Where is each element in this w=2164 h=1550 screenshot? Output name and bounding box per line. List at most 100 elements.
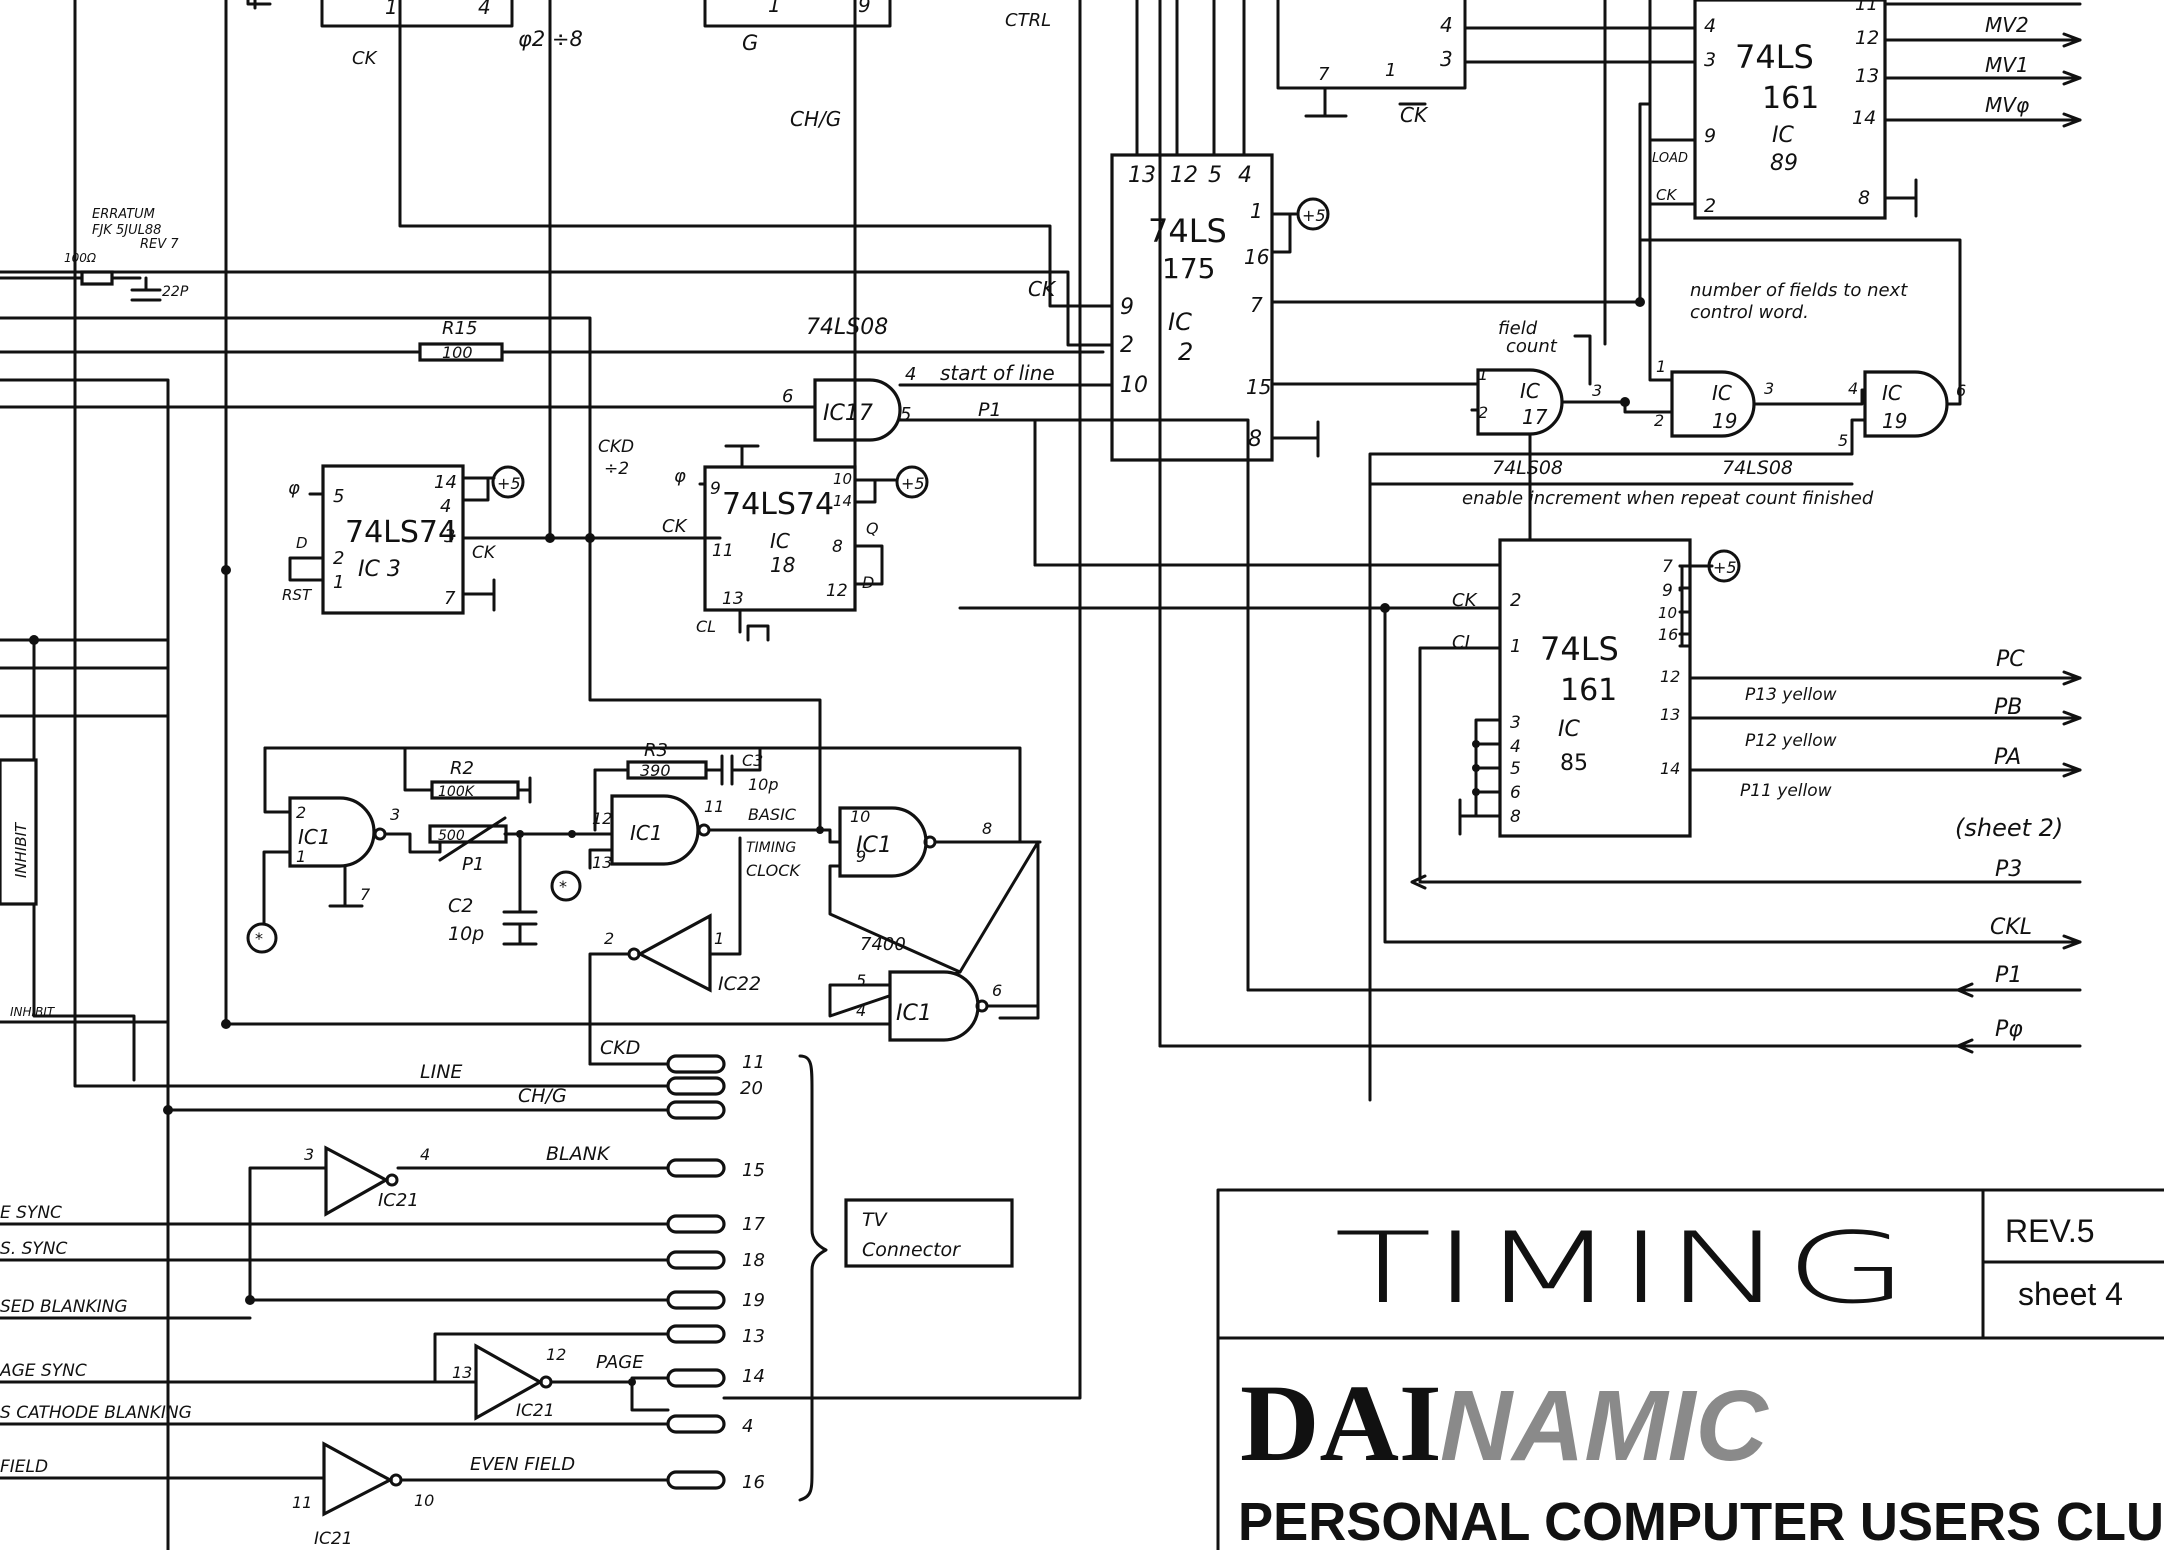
gate-label: IC21 xyxy=(378,1190,419,1211)
pin-8: 8 xyxy=(982,819,992,838)
gate-label: IC1 xyxy=(298,825,331,849)
p3-label: P3 xyxy=(1995,857,2022,882)
pin-11: 11 xyxy=(292,1493,312,1512)
ic-number: 2 xyxy=(1178,338,1193,366)
mv2-label: MV2 xyxy=(1985,13,2029,37)
pin-4: 4 xyxy=(478,0,491,19)
pin-1: 1 xyxy=(1385,60,1396,81)
field-label: field xyxy=(1498,318,1538,339)
pin-8: 8 xyxy=(1858,187,1870,209)
pin-3: 3 xyxy=(444,526,455,547)
logo-namic: NAMIC xyxy=(1440,1370,1770,1482)
clock-label: CLOCK xyxy=(746,861,801,880)
gate-label: IC1 xyxy=(856,833,892,858)
pin-6: 6 xyxy=(992,981,1002,1000)
pin-4: 4 xyxy=(440,496,451,517)
cap-22p-label: 22P xyxy=(162,284,189,300)
r2-value: 100K xyxy=(438,784,476,800)
g-label: G xyxy=(742,31,758,55)
pin-2: 2 xyxy=(1704,195,1716,217)
pin-5: 5 xyxy=(1838,431,1848,450)
gate-label: IC xyxy=(1712,381,1732,405)
comp-sync-signal: S. SYNC xyxy=(0,1239,67,1259)
svg-text:+5: +5 xyxy=(497,474,521,493)
pin-1: 1 xyxy=(385,0,398,19)
pin-11: 11 xyxy=(1855,0,1878,15)
title-block: TIMING REV.5 sheet 4 DAI NAMIC PERSONAL … xyxy=(1216,1188,2164,1550)
pin-12-out: 12 xyxy=(546,1345,566,1364)
p1-pot-label: P1 xyxy=(462,854,484,875)
ck-input-label: CK xyxy=(662,516,688,537)
r3-value: 390 xyxy=(640,761,671,780)
pin-11: 11 xyxy=(742,1052,765,1073)
nand-7400-label: 7400 xyxy=(860,934,906,955)
c3-label: C3 xyxy=(742,751,763,770)
count-label: count xyxy=(1506,336,1558,357)
ic-number: 18 xyxy=(770,553,795,577)
pin-1: 1 xyxy=(1510,636,1521,657)
pin-7: 7 xyxy=(360,885,371,904)
start-of-line-label: start of line xyxy=(940,361,1055,385)
svg-text:*: * xyxy=(255,929,263,948)
basic-label: BASIC xyxy=(748,805,797,824)
pin-4: 4 xyxy=(1848,379,1858,398)
pin-9: 9 xyxy=(1704,125,1716,147)
ic-label: IC xyxy=(1772,123,1794,148)
p13-note: P13 yellow xyxy=(1745,685,1837,705)
ck-bar-label: CK xyxy=(1400,103,1429,127)
pin-1: 1 xyxy=(1250,199,1263,223)
pin-7: 7 xyxy=(1318,64,1330,85)
pin-8: 8 xyxy=(1510,807,1521,827)
pin-5: 5 xyxy=(900,404,911,425)
ic89-counter: 74LS 161 IC 89 4 3 9 2 11 12 13 14 8 LOA… xyxy=(1463,0,2082,220)
ic-number: 89 xyxy=(1770,151,1798,176)
even-field-signal: EVEN FIELD xyxy=(470,1454,575,1475)
club-name: PERSONAL COMPUTER USERS CLU xyxy=(1238,1492,2164,1550)
pin-4: 4 xyxy=(856,1001,866,1020)
pin-10: 10 xyxy=(833,470,852,488)
pin-4: 4 xyxy=(742,1416,753,1437)
ic3-74ls74: 74LS74 IC 3 5 2 1 14 4 3 7 φ D RST CK +5 xyxy=(221,0,722,615)
mv0-label: MVφ xyxy=(1985,93,2029,117)
r3-label: R3 xyxy=(644,740,668,761)
pin-15: 15 xyxy=(742,1160,765,1181)
pb-label: PB xyxy=(1994,695,2022,720)
pin-5: 5 xyxy=(333,486,344,507)
d-input-label: D xyxy=(296,534,308,552)
revision: REV.5 xyxy=(2005,1213,2095,1249)
ic-label: IC xyxy=(770,529,790,553)
pin-2: 2 xyxy=(1120,333,1134,358)
ls08-label: 74LS08 xyxy=(806,315,888,340)
ic2-74ls175: 13 12 5 4 74LS 175 IC 2 9 2 10 1 16 7 15… xyxy=(1110,0,1962,462)
pin-9: 9 xyxy=(1662,581,1673,601)
sync-signal: E SYNC xyxy=(0,1203,62,1223)
ic18-74ls74: 74LS74 IC 18 9 11 13 10 14 8 12 φ CK CL … xyxy=(588,0,929,834)
chip-top-left: 1 4 φ2 ÷8 xyxy=(320,0,583,51)
pin-4: 4 xyxy=(420,1145,430,1164)
pin-3: 3 xyxy=(1440,47,1453,71)
pin-7: 7 xyxy=(444,588,456,609)
pin-12: 12 xyxy=(1855,27,1879,49)
r15-label: R15 xyxy=(442,318,477,339)
fields-note-line-1: number of fields to next xyxy=(1690,280,1908,301)
pin-1: 1 xyxy=(296,847,306,866)
gate-num: 19 xyxy=(1882,409,1907,433)
pin-2: 2 xyxy=(1510,590,1521,611)
svg-text:+5: +5 xyxy=(1713,558,1737,577)
pin-19: 19 xyxy=(742,1290,765,1311)
c2-value: 10p xyxy=(448,923,484,945)
pin-16: 16 xyxy=(1658,625,1678,644)
ls08-label-2: 74LS08 xyxy=(1722,457,1793,479)
erratum-line-3: REV 7 xyxy=(140,237,179,252)
chip-type: 74LS xyxy=(1735,38,1814,76)
pin-4: 4 xyxy=(1440,13,1453,37)
pin-3: 3 xyxy=(390,805,400,824)
erratum-line-2: FJK 5JUL88 xyxy=(92,223,161,238)
ck-label: CK xyxy=(1656,186,1677,204)
gate-label: IC21 xyxy=(516,1401,555,1421)
chip-type: 74LS74 xyxy=(722,487,834,522)
c3-value: 10p xyxy=(748,775,779,794)
pin-1: 1 xyxy=(768,0,781,17)
gate-label: IC xyxy=(1520,379,1540,403)
pin-13: 13 xyxy=(1660,705,1680,724)
